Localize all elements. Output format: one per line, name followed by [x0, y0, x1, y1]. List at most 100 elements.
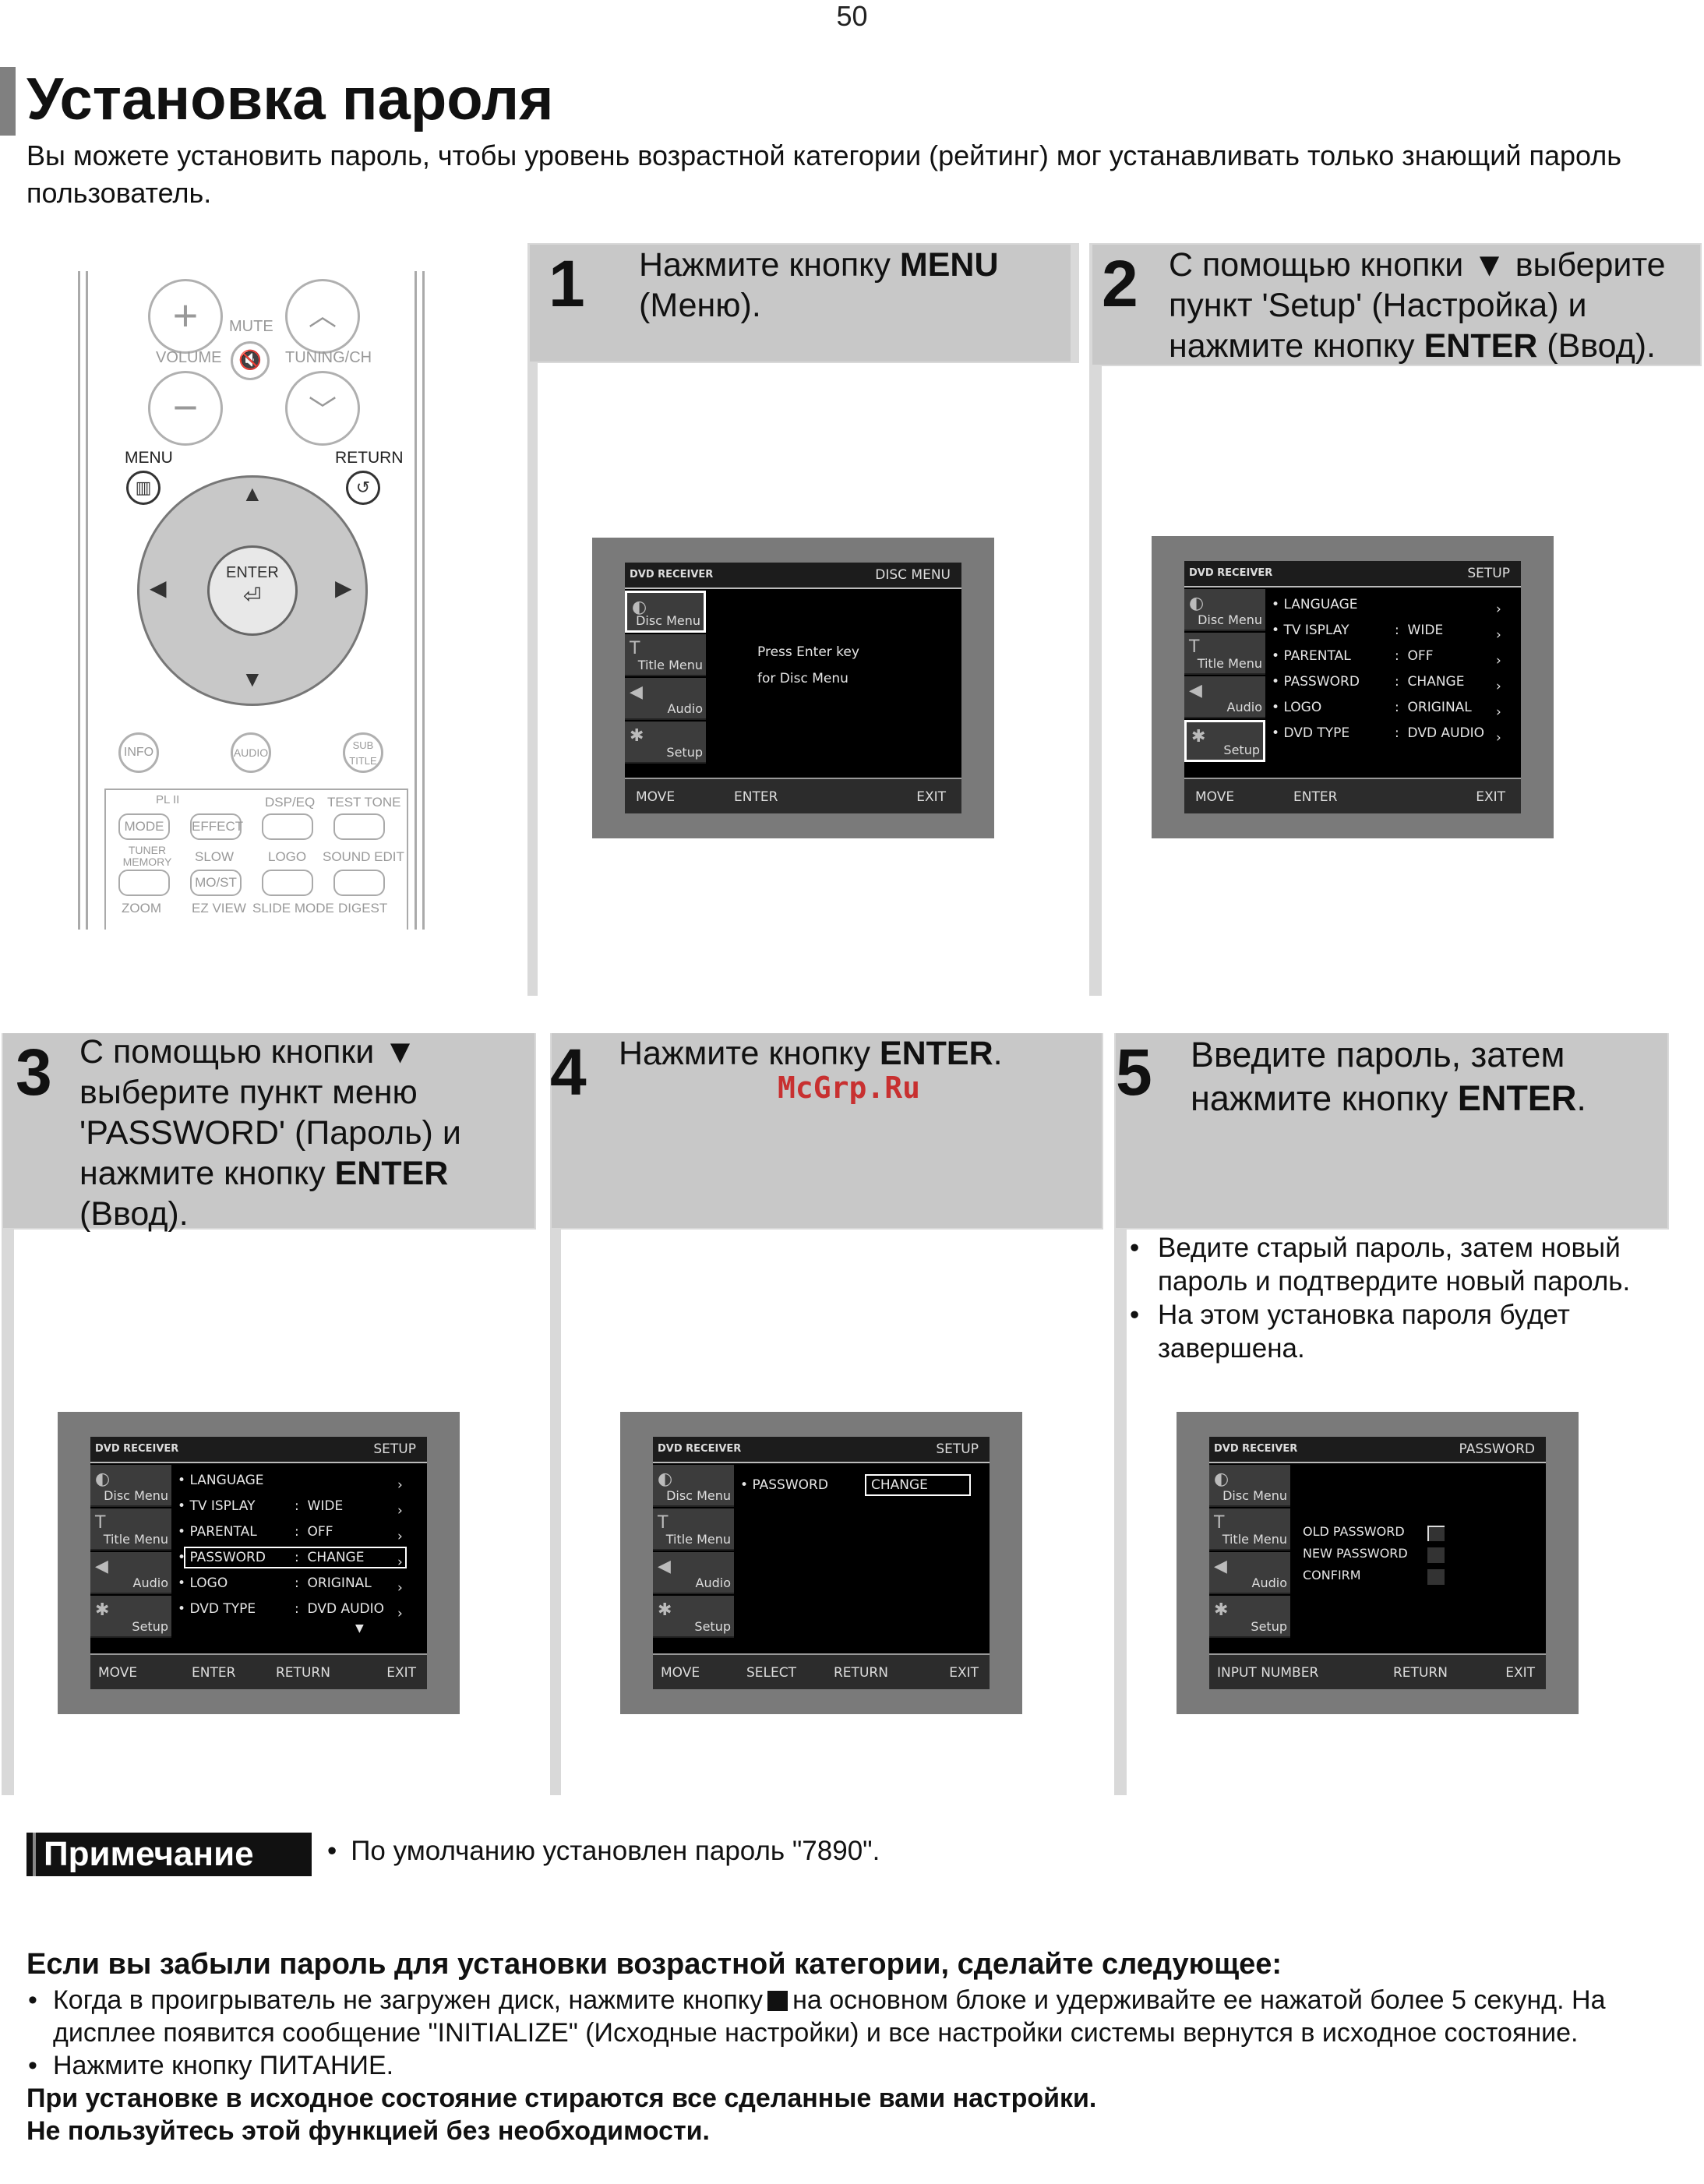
disc-icon: ◐ [632, 598, 647, 617]
osd-title: SETUP [936, 1441, 979, 1457]
ez-view-label: EZ VIEW [192, 901, 246, 916]
osd-brand: DVD RECEIVER [630, 569, 714, 580]
osd-side-setup: ✱Setup [653, 1596, 734, 1638]
osd-old-password-label: OLD PASSWORD [1303, 1524, 1405, 1539]
speaker-icon: ◀ [1189, 681, 1202, 700]
pl2-label: PL II [156, 793, 180, 806]
step-5-text: Введите пароль, затем нажмите кнопку ENT… [1191, 1035, 1586, 1118]
osd-message-line-2: for Disc Menu [757, 671, 848, 686]
osd-hint-move: MOVE [661, 1665, 700, 1681]
osd-row-tv-display: • TV ISPLAY [178, 1498, 256, 1514]
osd-row-password: • PASSWORD [1272, 674, 1360, 690]
osd-value-logo: : ORIGINAL [295, 1575, 372, 1591]
step-3-number: 3 [16, 1036, 52, 1109]
intro-text: Вы можете установить пароль, чтобы урове… [26, 139, 1622, 209]
speaker-icon: ◀ [630, 683, 643, 702]
channel-down-icon: ﹀ [285, 371, 360, 446]
mode-button-panel [104, 789, 408, 930]
osd-hint-enter: ENTER [734, 789, 778, 805]
tuning-label: TUNING/CH [285, 349, 372, 366]
channel-up-icon: ︿ [285, 279, 360, 354]
osd-row-language: • LANGUAGE [1272, 597, 1358, 612]
enter-icon: ⏎ [243, 584, 262, 608]
warning-line-1: При установке в исходное состояние стира… [26, 2083, 1097, 2113]
stop-button-icon [767, 1991, 788, 2011]
step-4-text: Нажмите кнопку ENTER. [619, 1035, 1003, 1072]
osd-row-dvd-type: • DVD TYPE [1272, 725, 1350, 741]
return-label: RETURN [335, 449, 404, 467]
step-3-header [3, 1033, 534, 1228]
osd-side-setup: ✱Setup [90, 1596, 171, 1638]
osd-row-dvd-type: • DVD TYPE [178, 1601, 256, 1617]
osd-side-disc-menu: ◐Disc Menu [653, 1465, 734, 1507]
enter-label: ENTER [226, 564, 279, 581]
speaker-icon: ◀ [95, 1557, 108, 1576]
warning-line-2: Не пользуйтесь этой функцией без необход… [26, 2116, 710, 2146]
arrow-down-icon: ▼ [242, 667, 263, 691]
osd-side-audio: ◀Audio [653, 1552, 734, 1594]
title-icon: T [1189, 637, 1200, 657]
title-icon: T [1214, 1513, 1225, 1533]
arrow-left-icon: ◀ [150, 576, 167, 600]
speaker-icon: ◀ [658, 1557, 671, 1576]
osd-new-password-field [1427, 1547, 1445, 1563]
step-2-header [1092, 245, 1700, 365]
title-icon: T [95, 1513, 106, 1533]
forgot-bullet-2: Нажмите кнопку ПИТАНИЕ. [26, 2049, 1694, 2082]
arrow-up-icon: ▲ [242, 482, 263, 506]
step-5-header [1116, 1033, 1667, 1228]
sound-edit-label: SOUND EDIT [323, 849, 404, 864]
volume-label: VOLUME [156, 349, 222, 366]
osd-title: PASSWORD [1459, 1441, 1535, 1457]
step-5-bullet: Ведите старый пароль, затем новый пароль… [1127, 1231, 1656, 1298]
step-5-number: 5 [1116, 1036, 1152, 1109]
menu-icon: ▥ [126, 471, 161, 505]
menu-label: MENU [125, 449, 173, 467]
gear-icon: ✱ [630, 726, 644, 746]
osd-side-disc-menu: ◐Disc Menu [1184, 589, 1265, 631]
osd-side-audio: ◀Audio [1184, 676, 1265, 718]
osd-side-setup: ✱Setup [1209, 1596, 1290, 1638]
osd-side-audio: ◀Audio [1209, 1552, 1290, 1594]
enter-button [207, 545, 298, 636]
osd-row-parental: • PARENTAL [178, 1524, 257, 1540]
osd-side-disc-menu: ◐Disc Menu [90, 1465, 171, 1507]
page-title: Установка пароля [26, 66, 554, 132]
osd-hint-move: MOVE [1195, 789, 1235, 805]
osd-value-password: : CHANGE [1395, 674, 1465, 690]
tuner-memory-button [118, 870, 170, 896]
disc-icon: ◐ [658, 1470, 673, 1489]
osd-side-setup: ✱Setup [625, 722, 706, 764]
osd-hint-exit: EXIT [916, 789, 946, 805]
effect-button: EFFECT [190, 813, 243, 840]
step-1-number: 1 [549, 247, 585, 320]
step-5-bullet: На этом установка пароля будет завершена… [1127, 1298, 1656, 1365]
gear-icon: ✱ [658, 1600, 672, 1620]
osd-title: SETUP [373, 1441, 416, 1457]
osd-hint-exit: EXIT [386, 1665, 416, 1681]
osd-confirm-field [1427, 1569, 1445, 1585]
forgot-bullet-1: Когда в проигрыватель не загружен диск, … [26, 1984, 1694, 2049]
step-5-bullets: Ведите старый пароль, затем новый пароль… [1127, 1231, 1656, 1365]
step-4-number: 4 [550, 1036, 587, 1109]
osd-hint-enter: ENTER [1293, 789, 1338, 805]
osd-value-tv-display: : WIDE [295, 1498, 344, 1514]
title-icon: T [630, 639, 640, 658]
mode-button: MODE [118, 813, 170, 840]
title-accent-bar [0, 67, 16, 136]
osd-hint-exit: EXIT [1476, 789, 1505, 805]
tuner-memory-label: TUNER MEMORY [122, 844, 172, 868]
osd-value-change: CHANGE [871, 1477, 928, 1493]
sound-edit-button [333, 870, 385, 896]
subtitle-button: SUB TITLE [343, 732, 383, 773]
disc-icon: ◐ [1189, 594, 1205, 613]
osd-value-parental: : OFF [1395, 648, 1434, 664]
gear-icon: ✱ [1191, 727, 1206, 746]
